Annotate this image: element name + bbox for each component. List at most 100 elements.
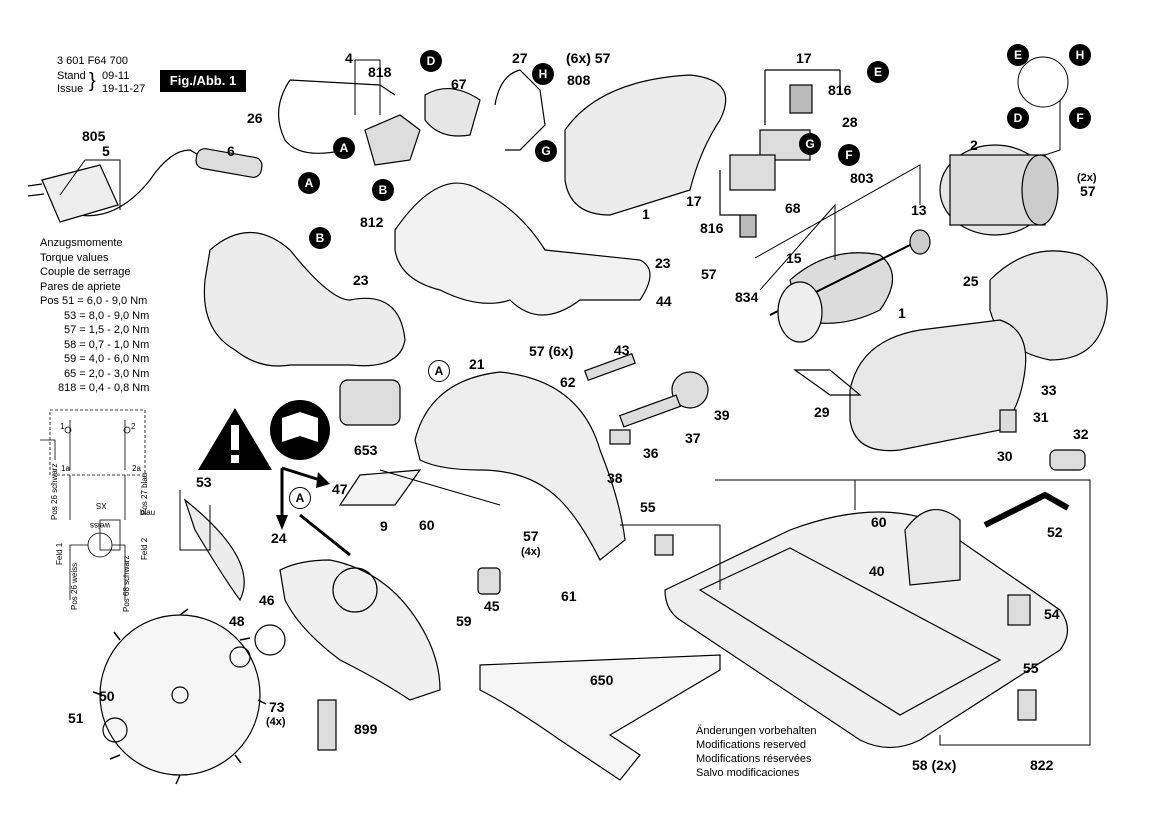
part-label-834: 834 [735, 289, 759, 305]
torque-line: Pares de apriete [40, 280, 121, 293]
torque-line: 59 = 4,0 - 6,0 Nm [64, 353, 150, 365]
part-label-47: 47 [332, 481, 348, 497]
part-label-57-lower: 57 [523, 528, 539, 544]
retaining-ring-46 [254, 624, 286, 656]
stand-label: Stand [57, 70, 86, 82]
part-label-1-lower: 1 [898, 305, 906, 321]
marker-b-switch: B [372, 179, 394, 201]
marker-d-right: D [1007, 107, 1029, 129]
marker-f-right: F [1069, 107, 1091, 129]
marker-e-brush: E [867, 61, 889, 83]
marker-d-switch: D [420, 50, 442, 72]
part-label-46: 46 [259, 592, 275, 608]
handle-cover [203, 231, 406, 367]
part-label-1-upper: 1 [642, 206, 650, 222]
warning-triangle-icon [198, 408, 272, 470]
part-label-803: 803 [850, 170, 874, 186]
part-label-57-6x-mid: 57 (6x) [529, 343, 574, 359]
part-label-33: 33 [1041, 382, 1057, 398]
part-label-53: 53 [196, 474, 212, 490]
part-label-60-right: 60 [871, 514, 887, 530]
part-label-808: 808 [567, 72, 591, 88]
part-label-28: 28 [842, 114, 858, 130]
marker-g-brush: G [799, 133, 821, 155]
part-label-650: 650 [590, 672, 614, 688]
part-label-23-right: 23 [655, 255, 671, 271]
marker-h-top: H [1069, 44, 1091, 66]
marker-a-spring: A [289, 487, 311, 509]
modification-notes: Änderungen vorbehalten Modifications res… [696, 724, 816, 780]
part-label-17-mid: 17 [686, 193, 702, 209]
switch-assembly [364, 114, 421, 166]
part-label-24: 24 [271, 530, 287, 546]
part-label-61: 61 [561, 588, 577, 604]
issue-label: Issue [57, 83, 84, 95]
riving-knife [183, 498, 245, 602]
hex-key [983, 491, 1070, 528]
torque-values: Anzugsmomente Torque values Couple de se… [40, 236, 149, 396]
marker-h-cable: H [532, 63, 554, 85]
torque-line: 818 = 0,4 - 0,8 Nm [58, 382, 150, 394]
part-label-822: 822 [1030, 757, 1054, 773]
note-line: Salvo modificaciones [696, 767, 800, 779]
part-label-43: 43 [614, 342, 630, 358]
part-label-50: 50 [99, 688, 115, 704]
marker-e-top: E [1007, 44, 1029, 66]
part-label-23-left: 23 [353, 272, 369, 288]
part-label-2: 2 [970, 137, 978, 153]
clamping-flange-50 [102, 717, 128, 743]
part-label-27: 27 [512, 50, 528, 66]
part-label-653: 653 [354, 442, 378, 458]
part-label-55-lower: 55 [1023, 660, 1039, 676]
part-label-31: 31 [1033, 409, 1049, 425]
part-label-59: 59 [456, 613, 472, 629]
part-label-29: 29 [814, 404, 830, 420]
part-label-37: 37 [685, 430, 701, 446]
marker-g-cable: G [535, 140, 557, 162]
part-label-60-left: 60 [419, 517, 435, 533]
part-label-57-4x: (4x) [521, 546, 541, 558]
note-line: Modifications réservées [696, 753, 812, 765]
part-label-45: 45 [484, 598, 500, 614]
flange-washer-48 [229, 646, 251, 668]
gear-housing [564, 74, 727, 216]
part-label-57-2x: (2x) [1077, 172, 1097, 184]
depth-stop [904, 509, 961, 586]
part-label-57-mid: 57 [701, 266, 717, 282]
brush-holder-lower [729, 154, 776, 191]
part-label-17-top: 17 [796, 50, 812, 66]
part-label-68: 68 [785, 200, 801, 216]
marker-b-cable: B [309, 227, 331, 249]
part-label-57-6x-top: (6x) 57 [566, 50, 611, 66]
part-label-816-mid: 816 [700, 220, 724, 236]
part-number: 3 601 F64 700 [57, 55, 128, 67]
part-label-818: 818 [368, 64, 392, 80]
torque-line: Couple de serrage [40, 266, 131, 278]
date-stand: 09-11 [102, 70, 130, 82]
figure-label: Fig./Abb. 1 [160, 70, 246, 92]
part-label-38: 38 [607, 470, 623, 486]
part-label-55-upper: 55 [640, 499, 656, 515]
part-label-62: 62 [560, 374, 576, 390]
part-label-13: 13 [911, 202, 927, 218]
torque-line: Pos 51 = 6,0 - 9,0 Nm [40, 295, 148, 307]
part-label-812: 812 [360, 214, 384, 230]
lower-blade-guard [279, 559, 441, 701]
part-label-5: 5 [102, 143, 110, 159]
part-label-25: 25 [963, 273, 979, 289]
part-label-805: 805 [82, 128, 106, 144]
part-label-32: 32 [1073, 426, 1089, 442]
speed-control [424, 88, 481, 137]
marker-a-guard: A [428, 360, 450, 382]
date-issue: 19-11-27 [102, 83, 146, 95]
part-label-36: 36 [643, 445, 659, 461]
upper-blade-guard [414, 371, 626, 561]
part-label-30: 30 [997, 448, 1013, 464]
motor-housing-shell [394, 182, 651, 316]
part-label-67: 67 [451, 76, 467, 92]
part-label-39: 39 [714, 407, 730, 423]
plug-body [41, 164, 119, 223]
part-label-21: 21 [469, 356, 485, 372]
